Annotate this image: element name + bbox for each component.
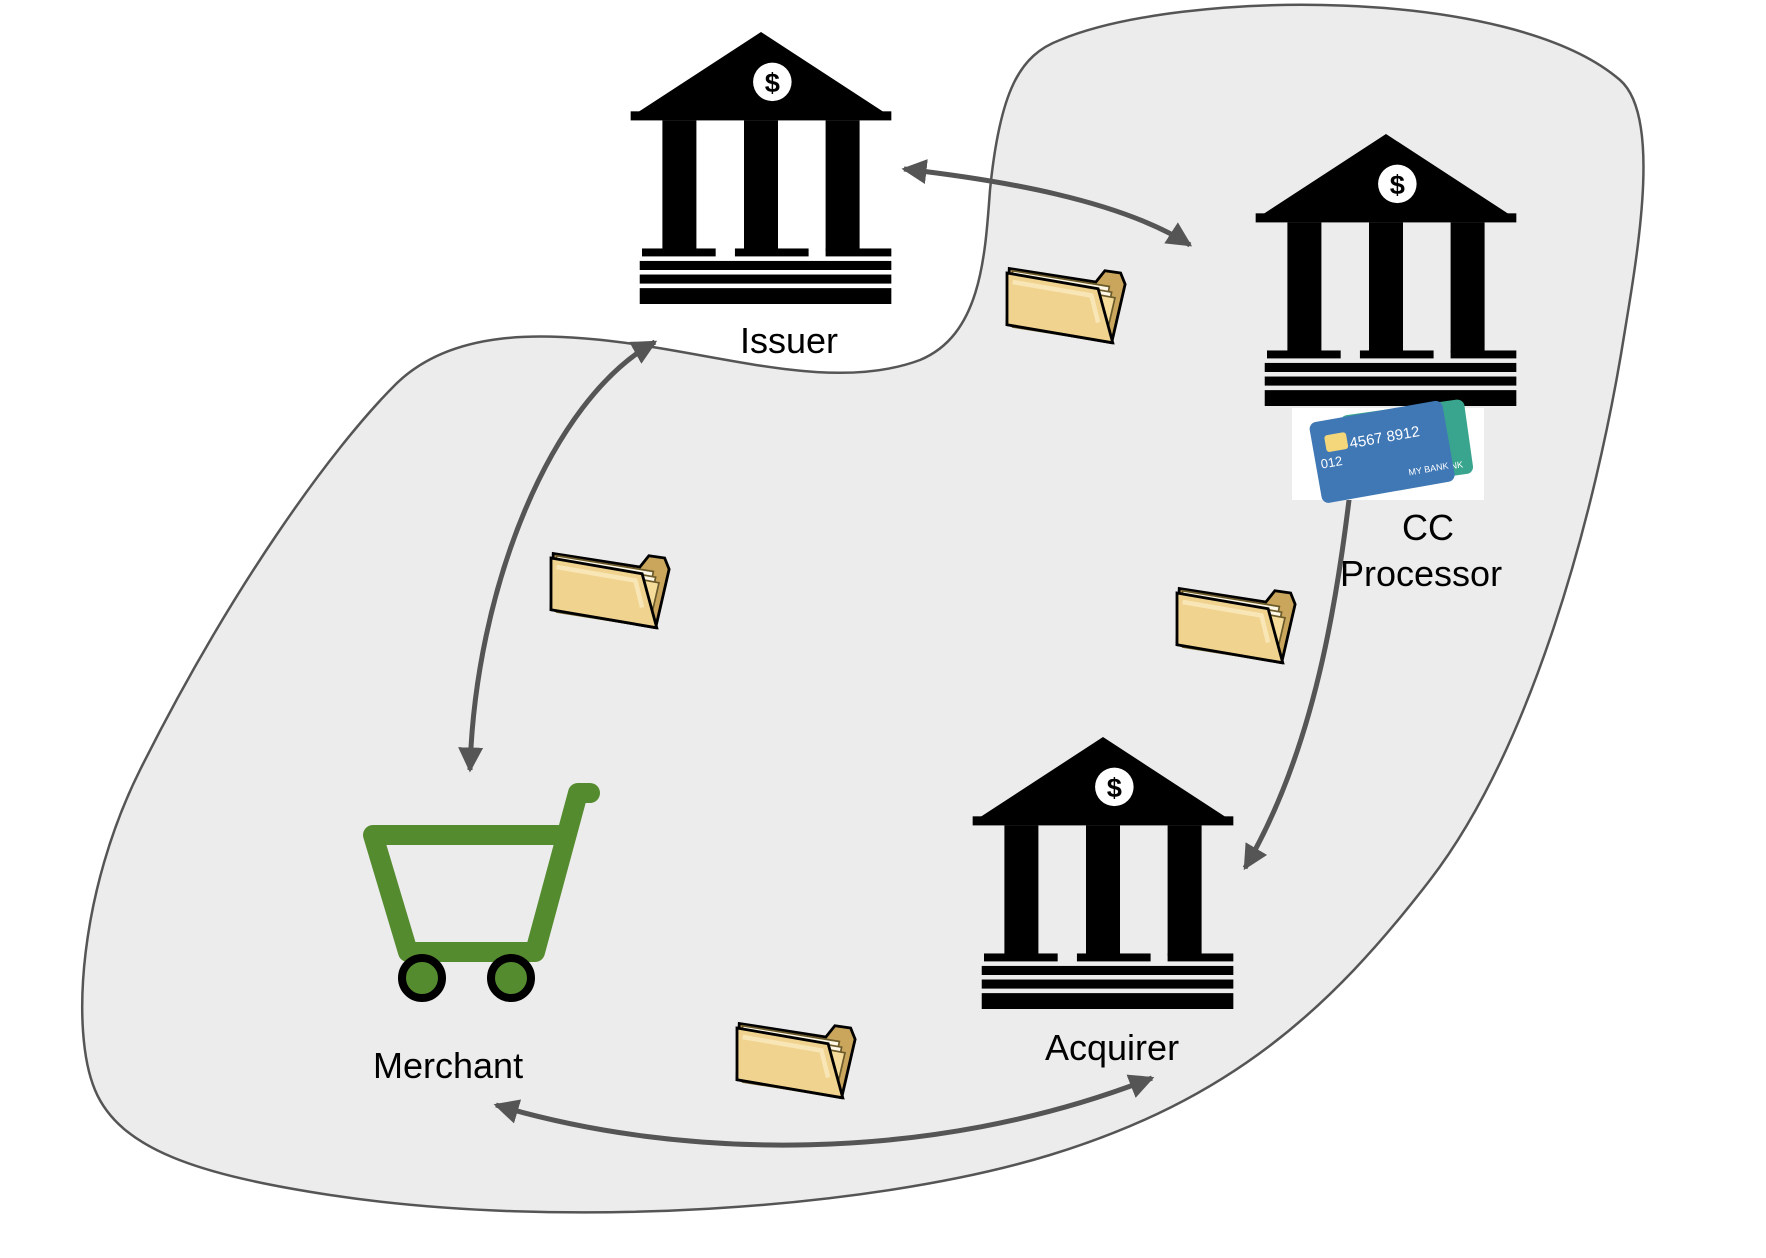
acquirer-label: Acquirer [1045, 1027, 1179, 1068]
cc-processor-label-line1: CC [1402, 507, 1454, 548]
arrow-merchant-acquirer [493, 1074, 1155, 1148]
credit-cards-icon: MY BANK 4567 8912 012 MY BANK [1292, 399, 1484, 503]
shopping-cart-icon [363, 783, 600, 1002]
issuer-label: Issuer [740, 320, 838, 361]
merchant-label: Merchant [373, 1045, 523, 1086]
svg-text:012: 012 [1320, 453, 1344, 472]
cc-processor-label-line2: Processor [1340, 553, 1502, 594]
arrow-issuer-cc-processor [901, 159, 1193, 248]
arrow-issuer-merchant [458, 339, 658, 773]
trust-region [81, 3, 1645, 1214]
arrow-cc-processor-acquirer [1242, 447, 1365, 871]
issuer-bank-icon [630, 32, 892, 304]
